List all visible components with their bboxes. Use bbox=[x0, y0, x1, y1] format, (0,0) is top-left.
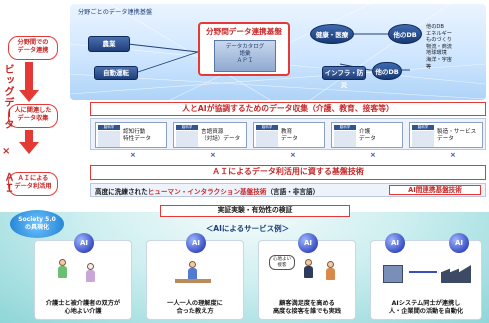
link-arrow-icon bbox=[409, 271, 437, 273]
human-highlight: ヒューマン・インタラクション基盤技術 bbox=[147, 188, 267, 196]
step-data-linkage: 分野間での データ連携 bbox=[8, 36, 58, 60]
verification-box: 実証実験・有効性の検証 bbox=[160, 205, 350, 217]
other-db-list: 他のDB エネルギー ものづくり 物流・商流 地球環境 海洋・宇宙 等 bbox=[426, 24, 452, 70]
ai-ball-icon: AI bbox=[385, 233, 405, 253]
card-tag: 脳科学 bbox=[256, 125, 278, 130]
times-sign: × bbox=[290, 151, 296, 159]
card-cognition: 脳科学 認知行動 特性データ bbox=[95, 122, 167, 148]
node-autonomous-driving: 自動運転 bbox=[94, 66, 138, 80]
service-ai-coop: AI AI AIシステム同士が連携し 人・企業間の活動を自動化 bbox=[370, 233, 482, 320]
human-suffix: （言語・非言語） bbox=[266, 188, 320, 196]
card-tag: 脳科学 bbox=[412, 125, 434, 130]
desk-icon bbox=[175, 279, 211, 283]
card-label: 介護 データ bbox=[359, 129, 376, 142]
card-label: 製造・サービス データ bbox=[437, 129, 477, 142]
cross-domain-hub: 分野間データ連携基盤 データカタログ 語彙 ＡＰＩ bbox=[198, 22, 290, 76]
data-cards-row: 脳科学 認知行動 特性データ 脳科学 言語資源 （対話）データ 脳科学 教育 デ… bbox=[90, 118, 486, 150]
card-education: 脳科学 教育 データ bbox=[253, 122, 325, 148]
ai-label: ＡＩ bbox=[2, 172, 13, 194]
card-label: 認知行動 特性データ bbox=[123, 129, 151, 142]
office-icon bbox=[383, 265, 403, 283]
arrow-stem-1 bbox=[25, 62, 33, 92]
node-other-db-1: 他のDB bbox=[388, 24, 422, 44]
service-caption: 一人一人の理解度に 合った教え方 bbox=[167, 300, 223, 315]
card-care: 脳科学 介護 データ bbox=[331, 122, 403, 148]
human-interaction-tech: 高度に洗練されたヒューマン・インタラクション基盤技術（言語・非言語） bbox=[95, 186, 319, 196]
down-arrow-1 bbox=[19, 90, 39, 102]
customer-icon bbox=[325, 261, 335, 281]
step-data-collection: 人に関連した データ収集 bbox=[8, 104, 58, 128]
service-examples-title: ＜AIによるサービス例＞ bbox=[205, 224, 290, 233]
ai-ball-icon: AI bbox=[74, 233, 94, 253]
collection-band: 人とAIが協調するためのデータ収集（介護、教育、接客等） bbox=[90, 102, 486, 116]
service-caption: 顧客満足度を高める 高度な接客を誰でも実践 bbox=[272, 300, 342, 315]
speech-bubble: 心地よい 接客 bbox=[269, 255, 295, 270]
card-tag: 脳科学 bbox=[334, 125, 356, 130]
down-arrow-2 bbox=[19, 142, 39, 154]
hub-title: 分野間データ連携基盤 bbox=[206, 27, 282, 36]
service-caption: 介護士と被介護者の双方が 心地よい介護 bbox=[45, 300, 121, 315]
elderly-icon bbox=[85, 263, 95, 283]
card-language: 脳科学 言語資源 （対話）データ bbox=[173, 122, 247, 148]
card-thumbnail bbox=[98, 131, 120, 147]
network-caption: 分野ごとのデータ連携基盤 bbox=[78, 9, 153, 16]
tech-row: 高度に洗練されたヒューマン・インタラクション基盤技術（言語・非言語） AI間連携… bbox=[90, 183, 486, 197]
society5-badge: Society 5.0 の具現化 bbox=[10, 210, 64, 238]
times-sign: × bbox=[450, 151, 456, 159]
service-education: AI 一人一人の理解度に 合った教え方 bbox=[146, 233, 244, 320]
service-caption: AIシステム同士が連携し 人・企業間の活動を自動化 bbox=[388, 300, 464, 315]
card-label: 言語資源 （対話）データ bbox=[201, 129, 241, 142]
factory-icon bbox=[441, 265, 471, 283]
ai-ball-icon: AI bbox=[298, 233, 318, 253]
times-sign: × bbox=[210, 151, 216, 159]
times-sign: × bbox=[130, 151, 136, 159]
card-thumbnail bbox=[176, 131, 198, 147]
card-label: 教育 データ bbox=[281, 129, 298, 142]
node-infrastructure: インフラ・防災 bbox=[322, 66, 366, 89]
staff-icon bbox=[303, 259, 313, 279]
ai-coop-tech: AI間連携基盤技術 bbox=[389, 185, 481, 195]
ai-ball-icon: AI bbox=[186, 233, 206, 253]
service-hospitality: AI 心地よい 接客 顧客満足度を高める 高度な接客を誰でも実践 bbox=[258, 233, 356, 320]
card-manufacturing: 脳科学 製造・サービス データ bbox=[409, 122, 483, 148]
arrow-stem-2 bbox=[25, 130, 33, 144]
bigdata-label: ビッグデータ bbox=[2, 64, 13, 130]
times-sign: × bbox=[2, 146, 11, 157]
node-agriculture: 農業 bbox=[88, 36, 130, 52]
card-thumbnail bbox=[334, 131, 356, 147]
card-thumbnail bbox=[412, 131, 434, 147]
node-other-db-2: 他のDB bbox=[372, 62, 402, 80]
ai-ball-icon: AI bbox=[449, 233, 469, 253]
card-thumbnail bbox=[256, 131, 278, 147]
caregiver-icon bbox=[57, 259, 67, 279]
times-sign: × bbox=[370, 151, 376, 159]
card-tag: 脳科学 bbox=[98, 125, 120, 130]
node-health-medical: 健康・医療 bbox=[310, 24, 354, 44]
hub-catalog: データカタログ 語彙 ＡＰＩ bbox=[214, 40, 276, 72]
human-prefix: 高度に洗練された bbox=[95, 188, 148, 196]
step-ai-utilization: ＡＩによる データ利活用 bbox=[8, 172, 58, 196]
ai-base-tech-band: ＡＩによるデータ利活用に資する基盤技術 bbox=[90, 165, 486, 180]
card-tag: 脳科学 bbox=[176, 125, 198, 130]
service-care: AI 介護士と被介護者の双方が 心地よい介護 bbox=[34, 233, 132, 320]
student-icon bbox=[187, 261, 197, 281]
